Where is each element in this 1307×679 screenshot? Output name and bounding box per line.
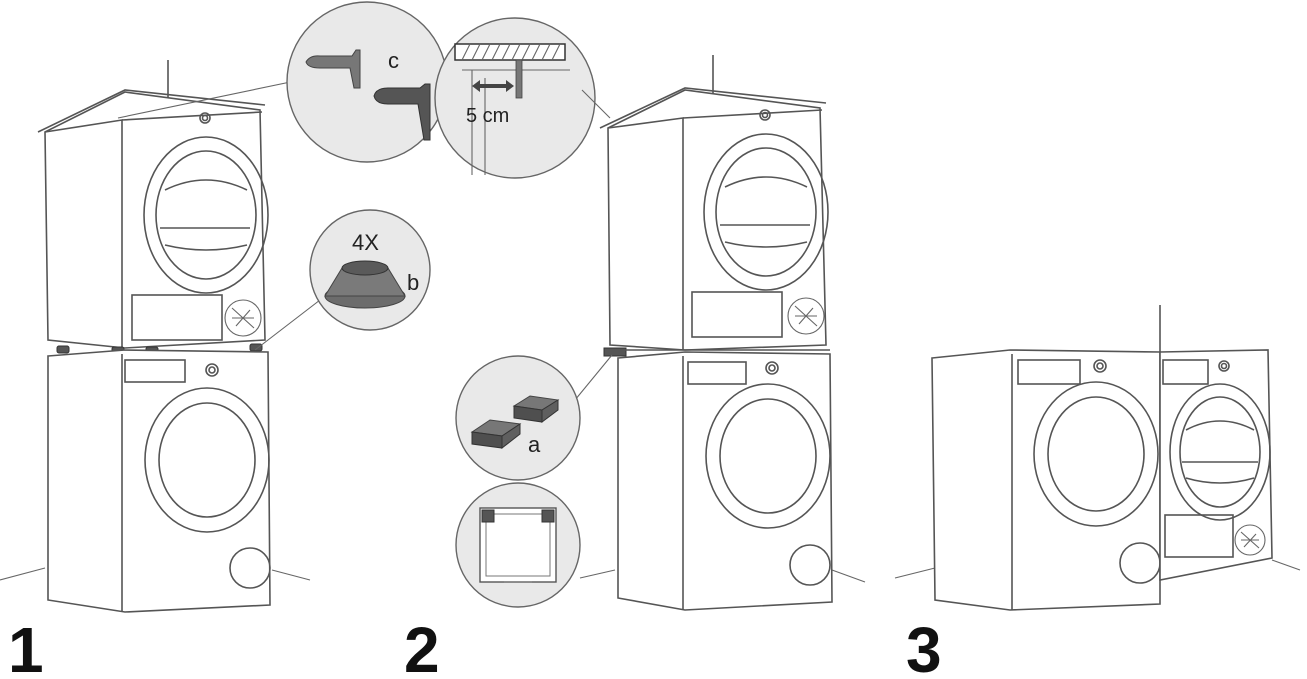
dryer-unit-step2 (599, 87, 829, 351)
gap-distance-label: 5 cm (466, 105, 509, 127)
double-arrow-icon (472, 80, 514, 92)
dryer-unit-step3 (1159, 349, 1273, 581)
step-number-2: 2 (404, 614, 440, 679)
washer-unit (47, 349, 271, 613)
callout-brackets: c (286, 1, 448, 163)
clip-part-icon (470, 395, 560, 450)
foot-part-label: b (407, 270, 419, 295)
feet-quantity-label: 4X (352, 230, 379, 255)
step-1-illustration (0, 60, 321, 613)
callout-top-view (455, 482, 581, 608)
washer-unit-step3 (931, 349, 1161, 611)
dryer-unit (37, 89, 269, 355)
callout-clips: a (455, 355, 581, 481)
step-number-1: 1 (8, 614, 44, 679)
callout-gap: 5 cm (434, 17, 596, 179)
bracket-part-icon (305, 49, 431, 141)
callout-feet: 4X b (309, 209, 431, 331)
rubber-foot-icon (324, 260, 406, 309)
bracket-part-label: c (388, 48, 399, 73)
step-2-illustration (574, 55, 866, 611)
step-3-illustration (894, 305, 1301, 611)
washer-unit-step2 (617, 351, 833, 611)
step-number-3: 3 (906, 614, 942, 679)
clip-part-label: a (528, 432, 541, 457)
